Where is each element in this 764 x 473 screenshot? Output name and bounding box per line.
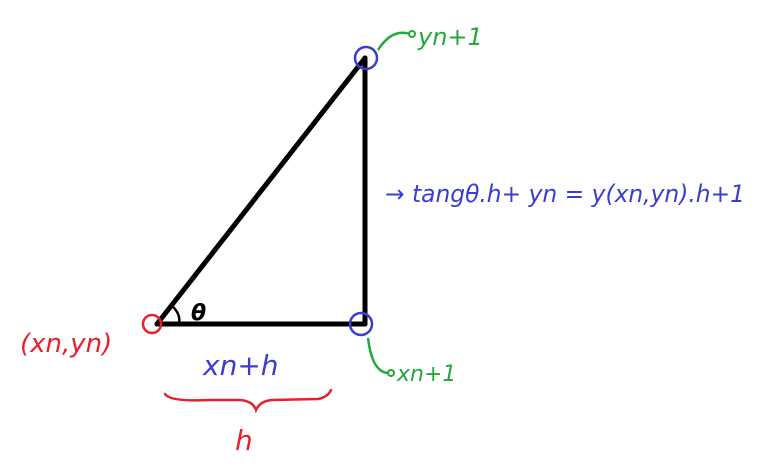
bottom-right-leader <box>366 337 389 375</box>
origin-point-circle <box>141 313 163 335</box>
red-brace <box>163 388 333 414</box>
top-point-leader-dot <box>408 30 416 38</box>
bottom-right-point-label: xn+1 <box>396 362 456 387</box>
top-point-circle <box>353 45 379 71</box>
angle-arc <box>170 304 181 326</box>
theta-label: θ <box>191 301 206 326</box>
bottom-right-point-circle <box>348 311 374 337</box>
formula-text: → tangθ.h+ yn = y(xn,yn).h+1 <box>385 180 745 208</box>
right-triangle <box>154 55 368 327</box>
base-label: xn+h <box>202 349 279 382</box>
brace-label: h <box>235 424 253 457</box>
hypotenuse <box>154 55 368 327</box>
top-point-label: yn+1 <box>417 23 483 51</box>
top-point-leader <box>376 31 411 51</box>
origin-point-label: (xn,yn) <box>20 329 112 359</box>
bottom-right-leader-dot <box>387 369 395 377</box>
